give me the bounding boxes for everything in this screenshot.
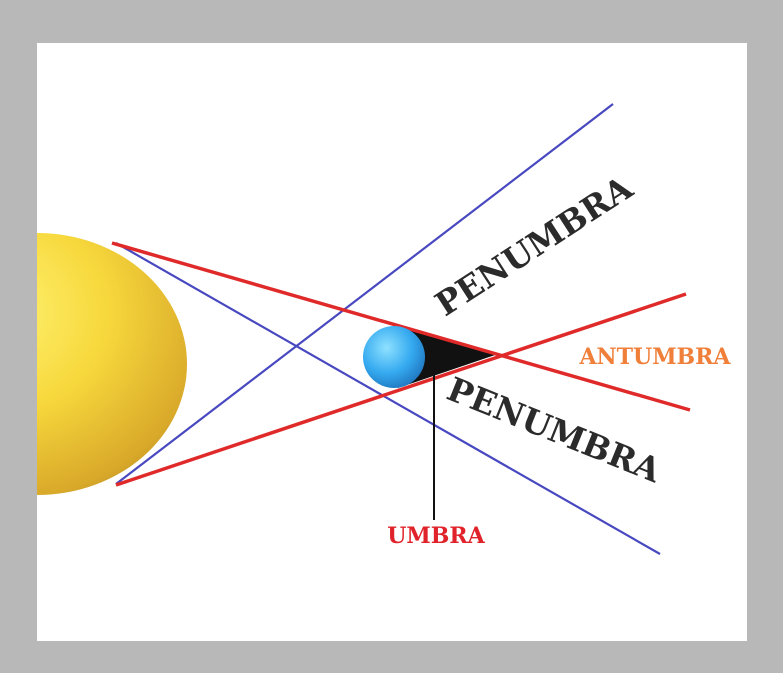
planet-shape	[363, 326, 425, 388]
red-line-upper	[111, 241, 691, 412]
red-line-lower	[115, 292, 687, 487]
antumbra-label: ANTUMBRA	[578, 344, 731, 370]
blue-line-lower	[115, 242, 661, 555]
umbra-label: UMBRA	[387, 523, 485, 549]
blue-line-upper	[115, 103, 614, 485]
penumbra-lower-label: PENUMBRA	[442, 369, 667, 490]
penumbra-upper-label: PENUMBRA	[428, 168, 639, 324]
sun-shape	[37, 233, 187, 495]
umbra-cone	[398, 327, 498, 388]
